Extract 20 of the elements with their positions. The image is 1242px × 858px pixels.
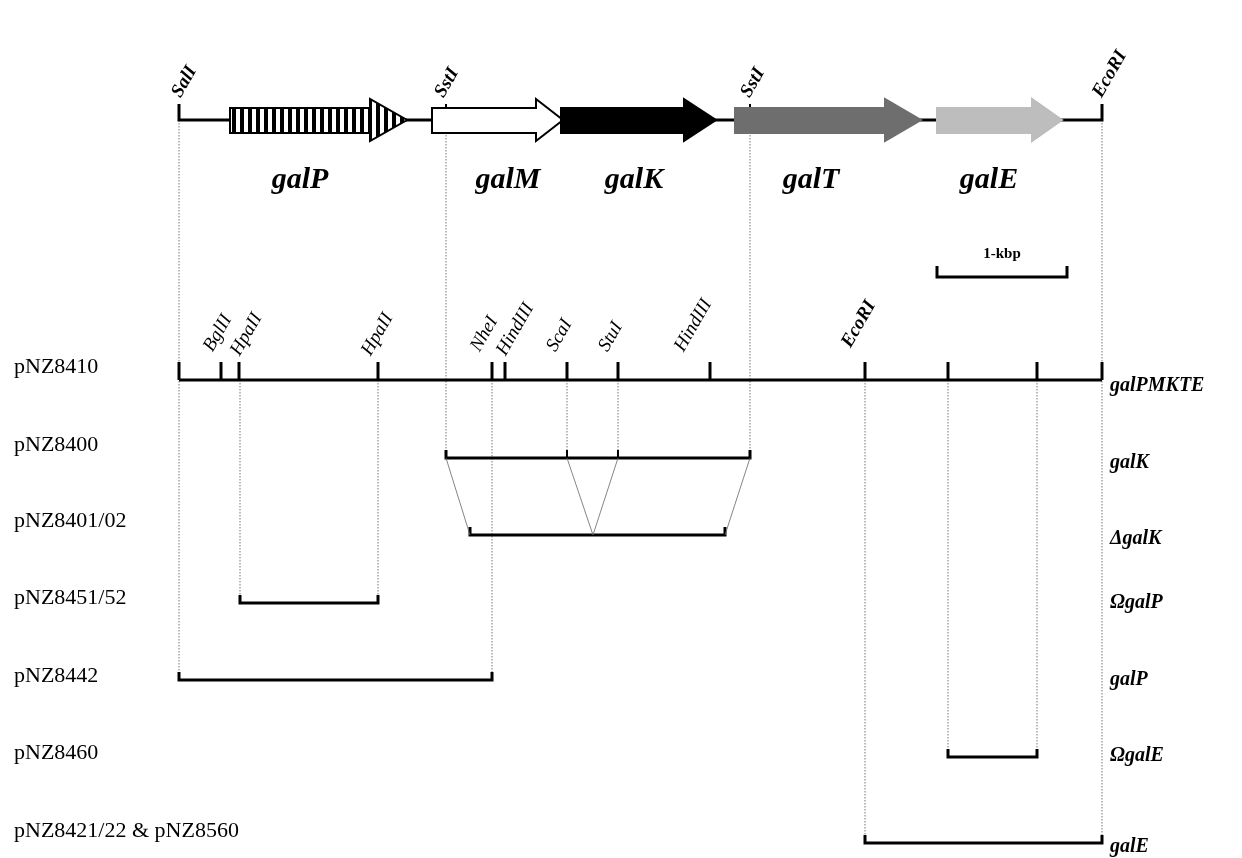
plasmid-name: pNZ8451/52 — [14, 586, 127, 608]
plasmid-name: pNZ8410 — [14, 355, 99, 377]
construct-label: galK — [1110, 451, 1149, 471]
gene-label: galP — [271, 163, 329, 193]
construct-label: ΩgalP — [1110, 591, 1163, 611]
construct-label: ΔgalK — [1110, 527, 1162, 547]
plasmid-name: pNZ8400 — [14, 433, 99, 455]
scale-label: 1-kbp — [983, 245, 1021, 261]
plasmid-name: pNZ8421/22 & pNZ8560 — [14, 819, 239, 841]
construct-label: galE — [1110, 835, 1149, 855]
plasmid-name: pNZ8401/02 — [14, 509, 127, 531]
gene-label: galM — [475, 163, 541, 193]
gene-label: galE — [959, 163, 1019, 193]
construct-label: galP — [1110, 668, 1148, 688]
construct-label: ΩgalE — [1110, 744, 1164, 764]
gene-label: galT — [782, 163, 840, 193]
gene-label: galK — [604, 163, 664, 193]
plasmid-name: pNZ8442 — [14, 664, 99, 686]
plasmid-name: pNZ8460 — [14, 741, 99, 763]
construct-label: galPMKTE — [1110, 374, 1205, 394]
